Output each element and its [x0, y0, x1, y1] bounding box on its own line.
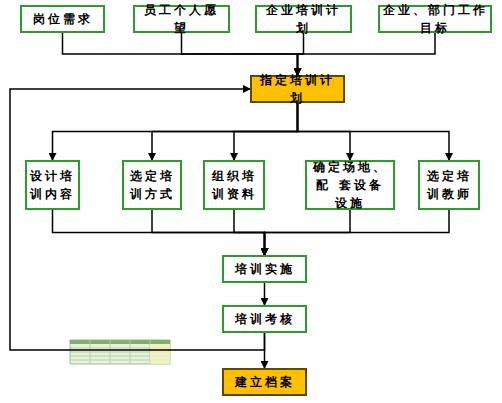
flow-arrow — [53, 210, 265, 255]
box-label: 岗位需求 — [31, 10, 95, 28]
box-label: 设计培 训内容 — [27, 167, 78, 203]
flow-arrow — [265, 210, 450, 255]
box-label: 企业培训计划 — [257, 1, 350, 37]
box-label: 企业、部门工作目标 — [380, 1, 490, 37]
input-box: 企业培训计划 — [255, 5, 352, 33]
box-label: 培训实施 — [233, 260, 297, 278]
flow-arrow — [298, 103, 450, 160]
flow-arrow — [53, 103, 298, 160]
key-process-box: 建立档案 — [222, 368, 307, 396]
flow-arrow — [152, 210, 265, 255]
box-label: 选定培 训方式 — [124, 167, 180, 203]
flow-arrow — [234, 103, 298, 160]
input-box: 岗位需求 — [20, 5, 105, 33]
input-box: 企业、部门工作目标 — [378, 5, 492, 33]
flow-arrow — [234, 210, 265, 255]
flow-arrow — [152, 103, 298, 160]
flow-arrow — [298, 33, 436, 75]
flow-arrow — [182, 33, 298, 75]
box-label: 指定培训计划 — [252, 71, 343, 107]
box-label: 员工个人愿望 — [135, 1, 228, 37]
input-box: 员工个人愿望 — [133, 5, 230, 33]
flow-arrow — [264, 283, 266, 305]
process-box: 组织培 训资料 — [203, 160, 265, 210]
flow-arrow — [63, 33, 298, 75]
box-label: 组织培 训资料 — [205, 167, 263, 203]
spreadsheet-thumbnail — [70, 340, 170, 364]
process-box: 选定培 训方式 — [122, 160, 182, 210]
box-label: 确定场地、配 套设备设施 — [307, 158, 393, 212]
key-process-box: 指定培训计划 — [250, 75, 345, 103]
box-label: 培训考核 — [233, 310, 297, 328]
process-box: 确定场地、配 套设备设施 — [305, 160, 395, 210]
process-box: 培训实施 — [222, 255, 307, 283]
box-label: 选定培 训教师 — [420, 167, 478, 203]
process-box: 培训考核 — [222, 305, 307, 333]
box-label: 建立档案 — [233, 373, 297, 391]
process-box: 设计培 训内容 — [25, 160, 80, 210]
process-box: 选定培 训教师 — [418, 160, 480, 210]
